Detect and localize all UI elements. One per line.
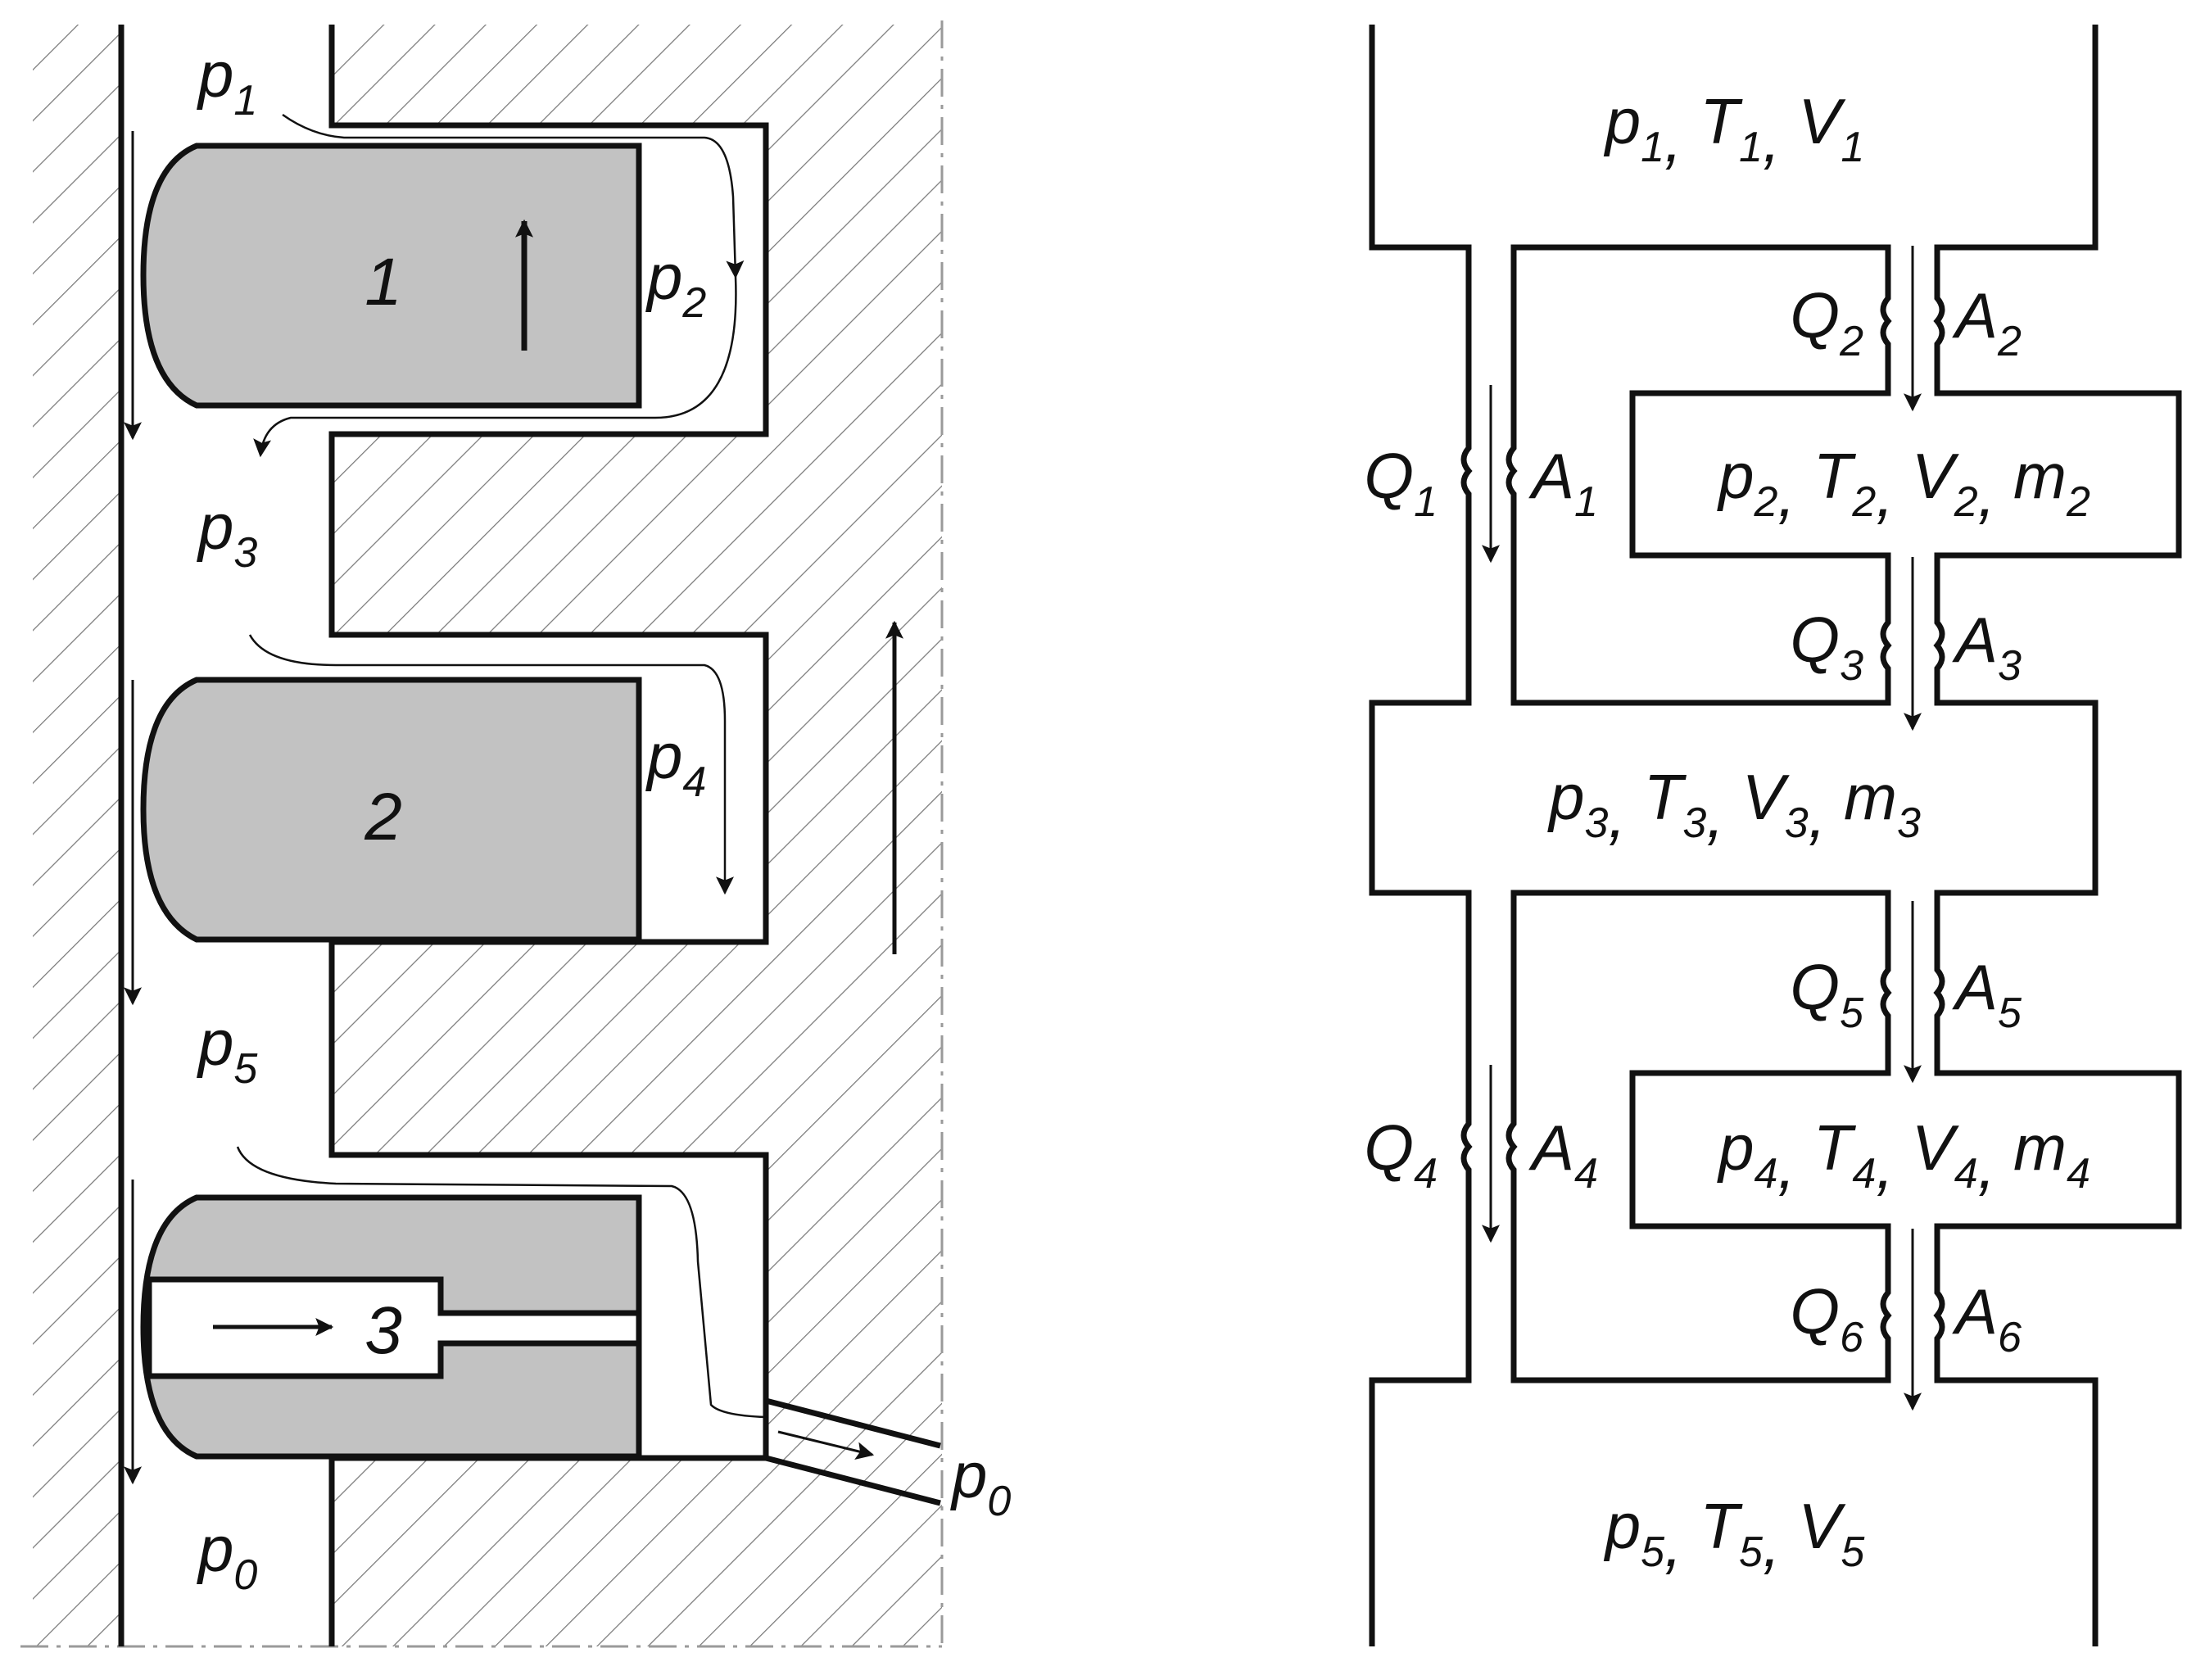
outline-right (1933, 25, 2182, 1646)
piston-2-number: 2 (364, 780, 402, 854)
inner-island-2 (1506, 890, 1892, 1383)
piston-1-number: 1 (364, 245, 402, 319)
shaft-wall-hatch (33, 25, 119, 1646)
piston-3-channel (146, 1276, 642, 1379)
chamber-network-outline (1369, 25, 2182, 1646)
chamber-1-label: p1, T1, V1 (1604, 85, 1865, 175)
piston-1-body (140, 143, 642, 409)
orifice-flow-arrows (1482, 246, 1922, 1411)
streamline-chamber-2 (248, 634, 734, 895)
casing-profile (328, 25, 769, 1646)
chamber-3-label: p3, T3, V3, m3 (1547, 761, 1921, 851)
label-p2: p2 (645, 241, 706, 327)
outlet-pipe (765, 1397, 941, 1506)
label-p4: p4 (645, 720, 706, 806)
piston-3: 3 (140, 1194, 642, 1460)
streamline-chamber-1 (282, 113, 745, 279)
piston-2: 2 (140, 677, 642, 943)
flow-q2-label: Q2 (1790, 279, 1863, 365)
area-a6-label: A6 (1952, 1275, 2022, 1361)
left-seal-cross-section: 1 2 3 (20, 20, 1011, 1648)
flow-q4-label: Q4 (1364, 1112, 1438, 1198)
chamber-2-label: p2, T2, V2, m2 (1717, 440, 2090, 530)
label-p0-bottom: p0 (197, 1513, 257, 1599)
casing-hatch (332, 25, 942, 1646)
flow-q3-label: Q3 (1790, 604, 1863, 690)
centerline-frame (20, 20, 944, 1648)
chamber-4-label: p4, T4, V4, m4 (1717, 1112, 2090, 1202)
chamber-5-label: p5, T5, V5 (1604, 1490, 1866, 1580)
label-p3: p3 (197, 491, 257, 577)
streamline-chamber-1-return (253, 276, 737, 458)
outlet-flow-arrow (777, 1430, 875, 1460)
area-a2-label: A2 (1952, 279, 2022, 365)
streamline-chamber-3 (236, 1146, 767, 1419)
flow-streamlines (236, 113, 767, 1419)
label-p0-outlet: p0 (950, 1439, 1011, 1525)
piston-1: 1 (140, 143, 642, 409)
flow-q6-label: Q6 (1790, 1275, 1863, 1361)
flow-q5-label: Q5 (1790, 951, 1864, 1037)
piston-2-body (140, 677, 642, 943)
area-a3-label: A3 (1952, 604, 2022, 690)
area-a5-label: A5 (1952, 951, 2022, 1037)
flow-q1-label: Q1 (1364, 440, 1438, 526)
outline-left (1369, 25, 1473, 1646)
label-p5: p5 (197, 1007, 258, 1093)
right-chamber-network: p1, T1, V1 p2, T2, V2, m2 p3, T3, V3, m3… (1364, 25, 2182, 1646)
label-p1: p1 (197, 38, 257, 125)
area-a4-label: A4 (1528, 1112, 1598, 1198)
inner-island-1 (1506, 244, 1892, 706)
area-a1-label: A1 (1528, 440, 1598, 526)
piston-3-number: 3 (364, 1293, 402, 1368)
